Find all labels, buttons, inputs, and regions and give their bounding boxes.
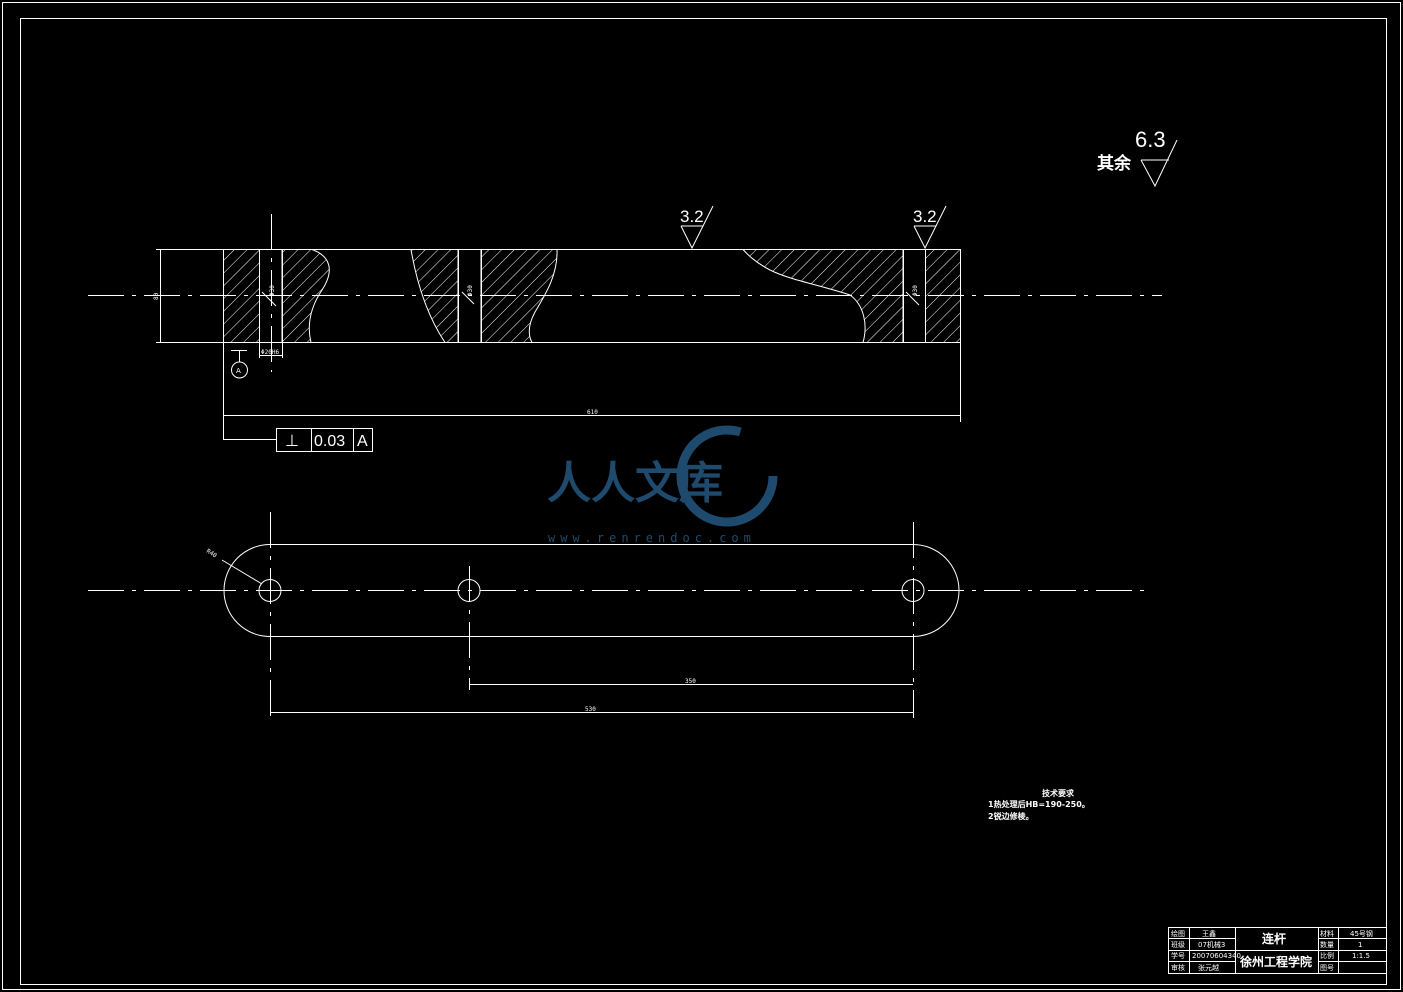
tb-right-value-2: 1 bbox=[1358, 941, 1362, 949]
svg-text:3.2: 3.2 bbox=[680, 207, 704, 226]
tech-item-1: 1热处理后HB=190-250。 bbox=[988, 799, 1090, 809]
tb-right-value-3: 1:1.5 bbox=[1352, 952, 1370, 960]
top-view: R40 350 530 bbox=[88, 512, 1152, 718]
school-name: 徐州工程学院 bbox=[1239, 954, 1312, 969]
tb-value-4: 张元越 bbox=[1198, 963, 1219, 972]
hole-callout-left: Φ30 bbox=[269, 285, 276, 296]
tb-right-label-2: 数量 bbox=[1320, 940, 1334, 949]
roughness-mark-1: 3.2 bbox=[680, 205, 714, 250]
spacing-short-dimension: 350 bbox=[685, 678, 696, 685]
watermark-url: www.renrendoc.com bbox=[548, 531, 756, 545]
tb-value-1: 王鑫 bbox=[1202, 929, 1216, 938]
general-roughness-value: 6.3 bbox=[1135, 127, 1166, 152]
height-dimension: 80 bbox=[153, 292, 160, 300]
tb-right-value-1: 45号钢 bbox=[1350, 929, 1373, 938]
tech-requirements: 技术要求 1热处理后HB=190-250。 2锐边修棱。 bbox=[988, 788, 1090, 821]
tb-label-3: 学号 bbox=[1171, 951, 1185, 960]
inner-frame bbox=[20, 18, 1387, 985]
tech-title: 技术要求 bbox=[1042, 788, 1075, 798]
spacing-long-dimension: 530 bbox=[585, 706, 596, 713]
datum-letter: A bbox=[236, 367, 241, 375]
tolerance-datum: A bbox=[357, 433, 368, 450]
general-roughness-label: 其余 bbox=[1097, 153, 1132, 174]
tb-right-label-4: 图号 bbox=[1320, 964, 1334, 972]
title-block: 绘图 王鑫 班级 07机械3 学号 20070604340 审核 张元越 连杆 … bbox=[1168, 927, 1387, 974]
end-radius-dimension: R40 bbox=[205, 548, 218, 560]
tolerance-symbol: ⊥ bbox=[285, 433, 299, 450]
bore-tolerance: Φ20H6 bbox=[261, 349, 279, 356]
tb-label-2: 班级 bbox=[1171, 940, 1185, 949]
tb-label-1: 绘图 bbox=[1171, 929, 1185, 938]
tb-label-4: 审核 bbox=[1171, 963, 1185, 972]
tb-right-label-3: 比例 bbox=[1320, 951, 1334, 960]
roughness-mark-2: 3.2 bbox=[913, 205, 947, 250]
hole-callout-right: Φ30 bbox=[912, 285, 919, 296]
svg-text:3.2: 3.2 bbox=[913, 207, 937, 226]
section-view: 80 Φ30 Φ30 Φ30 Φ20H6 A 610 ⊥ 0.03 A bbox=[88, 214, 1162, 452]
watermark: 人人文库 www.renrendoc.com bbox=[547, 425, 778, 545]
tech-item-2: 2锐边修棱。 bbox=[988, 811, 1034, 821]
part-name: 连杆 bbox=[1262, 931, 1286, 946]
watermark-text: 人人文库 bbox=[547, 458, 723, 509]
tolerance-value: 0.03 bbox=[314, 433, 345, 450]
hole-callout-middle: Φ30 bbox=[467, 285, 474, 296]
tb-value-3: 20070604340 bbox=[1192, 952, 1241, 960]
tb-right-label-1: 材料 bbox=[1320, 929, 1334, 938]
tb-value-2: 07机械3 bbox=[1198, 940, 1225, 949]
general-roughness: 其余 6.3 bbox=[1097, 127, 1178, 188]
overall-length-dimension: 610 bbox=[587, 409, 598, 416]
